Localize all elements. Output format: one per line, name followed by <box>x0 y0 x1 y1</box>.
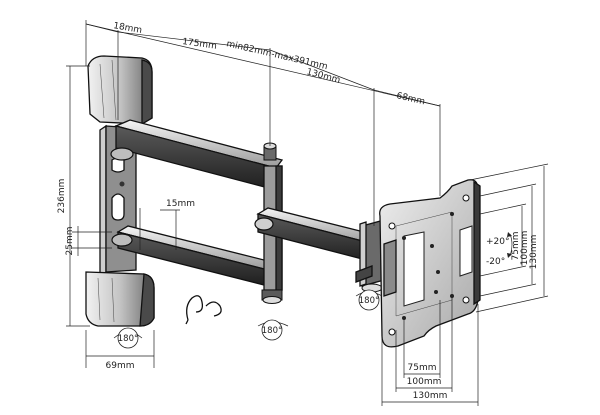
cable-clips <box>185 295 222 325</box>
dim-top-offset: 18mm <box>112 21 142 36</box>
dim-vesa-130-v: 130mm <box>529 235 539 270</box>
rotation-elbow-label: 180° <box>262 326 282 336</box>
rotation-wall-label: 180° <box>118 334 138 344</box>
dim-vesa-75-v: 75mm <box>511 232 521 261</box>
arm-upper-first <box>110 119 284 191</box>
wall-plate <box>85 55 155 327</box>
dim-wall-height: 236mm <box>57 179 67 214</box>
dim-tilt-up: +20° <box>486 237 510 247</box>
dim-arm-gap: 25mm <box>65 227 75 256</box>
dim-vesa-130-h: 130mm <box>413 391 448 401</box>
dim-arm1: 175mm <box>182 37 218 52</box>
dim-tilt-down: -20° <box>486 257 505 267</box>
rotation-head-label: 180° <box>359 296 379 306</box>
dim-vesa-100-v: 100mm <box>520 231 530 266</box>
rotation-badge-head: 180° <box>358 289 380 311</box>
arm-lower-first <box>111 225 273 287</box>
rotation-badge-elbow: 180° <box>261 319 283 341</box>
dim-vesa-75-h: 75mm <box>408 363 437 373</box>
dim-vesa-100-h: 100mm <box>407 377 442 387</box>
dim-arm-thickness: 15mm <box>166 199 195 209</box>
dim-wall-width: 69mm <box>106 361 135 371</box>
dim-plate-depth: 68mm <box>395 91 426 107</box>
dim-extension-range: min82mm-max391mm <box>225 39 328 72</box>
vesa-plate <box>379 179 481 348</box>
dimension-lines <box>66 20 549 406</box>
tilt-head <box>355 219 385 293</box>
rotation-badge-wall: 180° <box>117 327 139 349</box>
